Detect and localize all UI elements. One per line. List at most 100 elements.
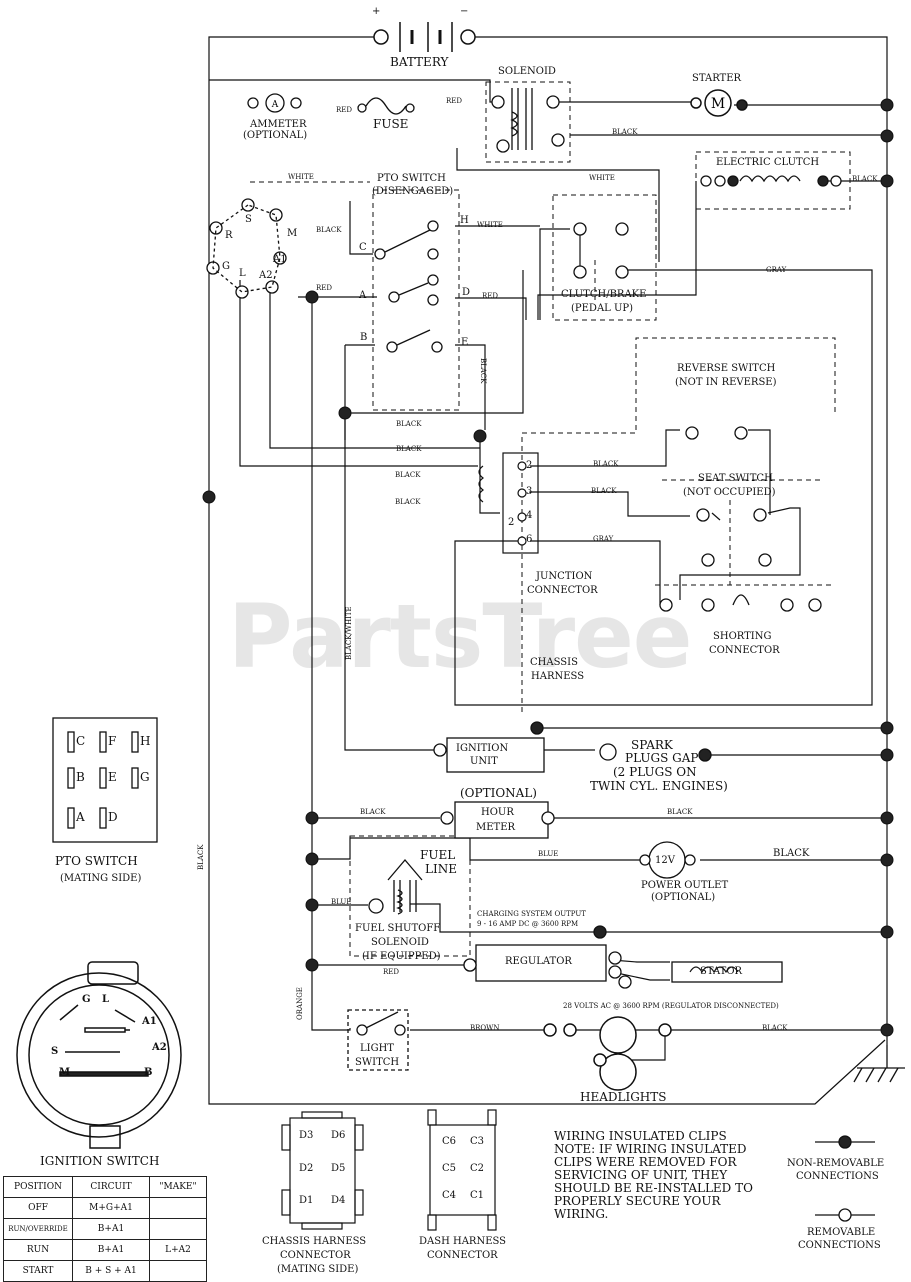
fuse-symbol xyxy=(357,97,415,115)
wire-black-left-bus: BLACK xyxy=(197,844,205,870)
table-cell: B+A1 xyxy=(72,1239,150,1261)
clutch-brake-dashed-box xyxy=(552,194,657,321)
hour-meter-label-1: HOUR xyxy=(481,807,514,818)
junction-pin-label-3: 3 xyxy=(526,486,533,497)
clips-note-line: NOTE: IF WIRING INSULATED xyxy=(554,1142,747,1156)
pto-disengaged-label: (DISENGAGED) xyxy=(372,186,454,197)
chassis-harness-label-1: CHASSIS xyxy=(530,657,578,668)
headlights-symbol xyxy=(543,1016,672,1091)
shorting-connector-label-2: CONNECTOR xyxy=(709,645,780,656)
table-cell: B+A1 xyxy=(72,1218,150,1240)
ign-terminal-m: M xyxy=(287,228,298,239)
ign-terminal-a1: A1 xyxy=(273,254,287,265)
table-row: RUN/OVERRIDE B+A1 xyxy=(3,1218,207,1240)
headlights-label: HEADLIGHTS xyxy=(580,1090,667,1104)
ignition-circuit-table: POSITION CIRCUIT "MAKE" OFF M+G+A1 RUN/O… xyxy=(3,1176,207,1282)
clips-note-line: SHOULD BE RE-INSTALLED TO xyxy=(554,1181,753,1195)
wire-orange: ORANGE xyxy=(296,987,304,1020)
ammeter-symbol xyxy=(247,93,302,113)
chassis-conn-label-2: CONNECTOR xyxy=(280,1250,351,1261)
wire-black-clutch: BLACK xyxy=(852,175,878,183)
table-cell xyxy=(149,1218,207,1240)
wire-red-fuse: RED xyxy=(336,106,352,114)
ign-terminal-r: R xyxy=(225,230,233,241)
pto-terminal-h: H xyxy=(460,215,469,226)
pto-mating-e: E xyxy=(108,770,117,784)
chassis-conn-label-1: CHASSIS HARNESS xyxy=(262,1236,367,1247)
clutch-brake-contacts xyxy=(573,222,629,279)
clips-note-line: WIRING. xyxy=(554,1207,609,1221)
hour-meter-box xyxy=(454,801,549,839)
clips-note: WIRING INSULATED CLIPS NOTE: IF WIRING I… xyxy=(554,1130,753,1221)
clips-note-line: SERVICING OF UNIT, THEY xyxy=(554,1168,728,1182)
pto-switch-label: PTO SWITCH xyxy=(377,173,446,184)
wire-black-outlet: BLACK xyxy=(773,848,810,859)
clips-note-line: WIRING INSULATED CLIPS xyxy=(554,1129,727,1143)
pto-mating-a: A xyxy=(76,810,85,824)
wire-black-white: BLACK/WHITE xyxy=(345,606,353,660)
wire-white-pto: WHITE xyxy=(589,174,615,182)
ign-face-g: G xyxy=(82,994,91,1005)
junction-pin-2: 2 xyxy=(508,517,515,528)
chassis-pin-d4: D4 xyxy=(331,1195,346,1206)
non-removable-connections xyxy=(202,98,894,1037)
dash-pin-c2: C2 xyxy=(470,1163,485,1174)
ign-face-a2: A2 xyxy=(152,1042,167,1053)
clutch-brake-label: CLUTCH/BRAKE xyxy=(561,289,647,300)
clips-note-line: PROPERLY SECURE YOUR xyxy=(554,1194,721,1208)
ign-terminal-a2: A2 xyxy=(259,270,273,281)
reverse-switch-dashed-line xyxy=(521,337,836,712)
chassis-harness-label-2: HARNESS xyxy=(531,671,585,682)
table-header: CIRCUIT xyxy=(72,1176,150,1198)
table-cell: START xyxy=(3,1260,73,1282)
light-switch-label-2: SWITCH xyxy=(355,1057,400,1068)
pto-terminal-d: D xyxy=(462,287,471,298)
fuse-label: FUSE xyxy=(373,117,409,131)
wire-black-starter: BLACK xyxy=(612,128,638,136)
ign-terminal-l: L xyxy=(239,268,246,279)
shorting-connector-label-1: SHORTING xyxy=(713,631,772,642)
pedal-up-label: (PEDAL UP) xyxy=(571,303,634,314)
wire-black-1: BLACK xyxy=(396,420,422,428)
wire-black-junction2: BLACK xyxy=(593,460,619,468)
pto-mating-h: H xyxy=(140,734,151,748)
dash-conn-label-1: DASH HARNESS xyxy=(419,1236,507,1247)
ign-face-s: S xyxy=(51,1046,59,1057)
ign-face-a1: A1 xyxy=(142,1016,157,1027)
ign-face-l: L xyxy=(102,994,110,1005)
wire-black-hm-right: BLACK xyxy=(667,808,693,816)
dash-harness-connector xyxy=(427,1109,497,1231)
legend-removable-1: REMOVABLE xyxy=(807,1227,876,1238)
junction-pin-label-2: 2 xyxy=(526,460,533,471)
electric-clutch-symbol xyxy=(700,175,842,187)
spark-label-1: SPARK xyxy=(631,738,673,752)
charging-label-1: CHARGING SYSTEM OUTPUT xyxy=(477,910,586,918)
wire-gray-top: GRAY xyxy=(766,266,787,274)
wire-white-h: WHITE xyxy=(477,221,503,229)
chassis-pin-d5: D5 xyxy=(331,1163,346,1174)
stator-label: STATOR xyxy=(700,966,743,977)
table-cell: OFF xyxy=(3,1197,73,1219)
spark-label-2: PLUGS GAP xyxy=(625,751,699,765)
ignition-unit-label-1: IGNITION xyxy=(456,743,509,754)
fuel-line-label-1: FUEL xyxy=(420,848,456,862)
ignition-switch-label: IGNITION SWITCH xyxy=(40,1154,160,1168)
solenoid-dashed-box xyxy=(485,81,571,163)
clips-note-line: CLIPS WERE REMOVED FOR xyxy=(554,1155,737,1169)
chassis-pin-d1: D1 xyxy=(299,1195,314,1206)
table-header-row: POSITION CIRCUIT "MAKE" xyxy=(3,1176,207,1198)
battery-label: BATTERY xyxy=(390,55,449,69)
table-cell: M+G+A1 xyxy=(72,1197,150,1219)
pto-mating-f: F xyxy=(108,734,117,748)
pto-mating-c: C xyxy=(76,734,86,748)
chassis-pin-d6: D6 xyxy=(331,1130,346,1141)
power-outlet-label-1: POWER OUTLET xyxy=(641,880,729,891)
chassis-pin-d3: D3 xyxy=(299,1130,314,1141)
ign-face-b: B xyxy=(144,1067,153,1078)
pto-mating-label-1: PTO SWITCH xyxy=(55,854,138,868)
wire-black-hm-left: BLACK xyxy=(360,808,386,816)
pto-mating-d: D xyxy=(108,810,118,824)
charging-label-2: 9 - 16 AMP DC @ 3600 RPM xyxy=(477,920,579,928)
junction-pin-label-6: 6 xyxy=(526,534,533,545)
right-bus-wire xyxy=(463,36,888,1045)
